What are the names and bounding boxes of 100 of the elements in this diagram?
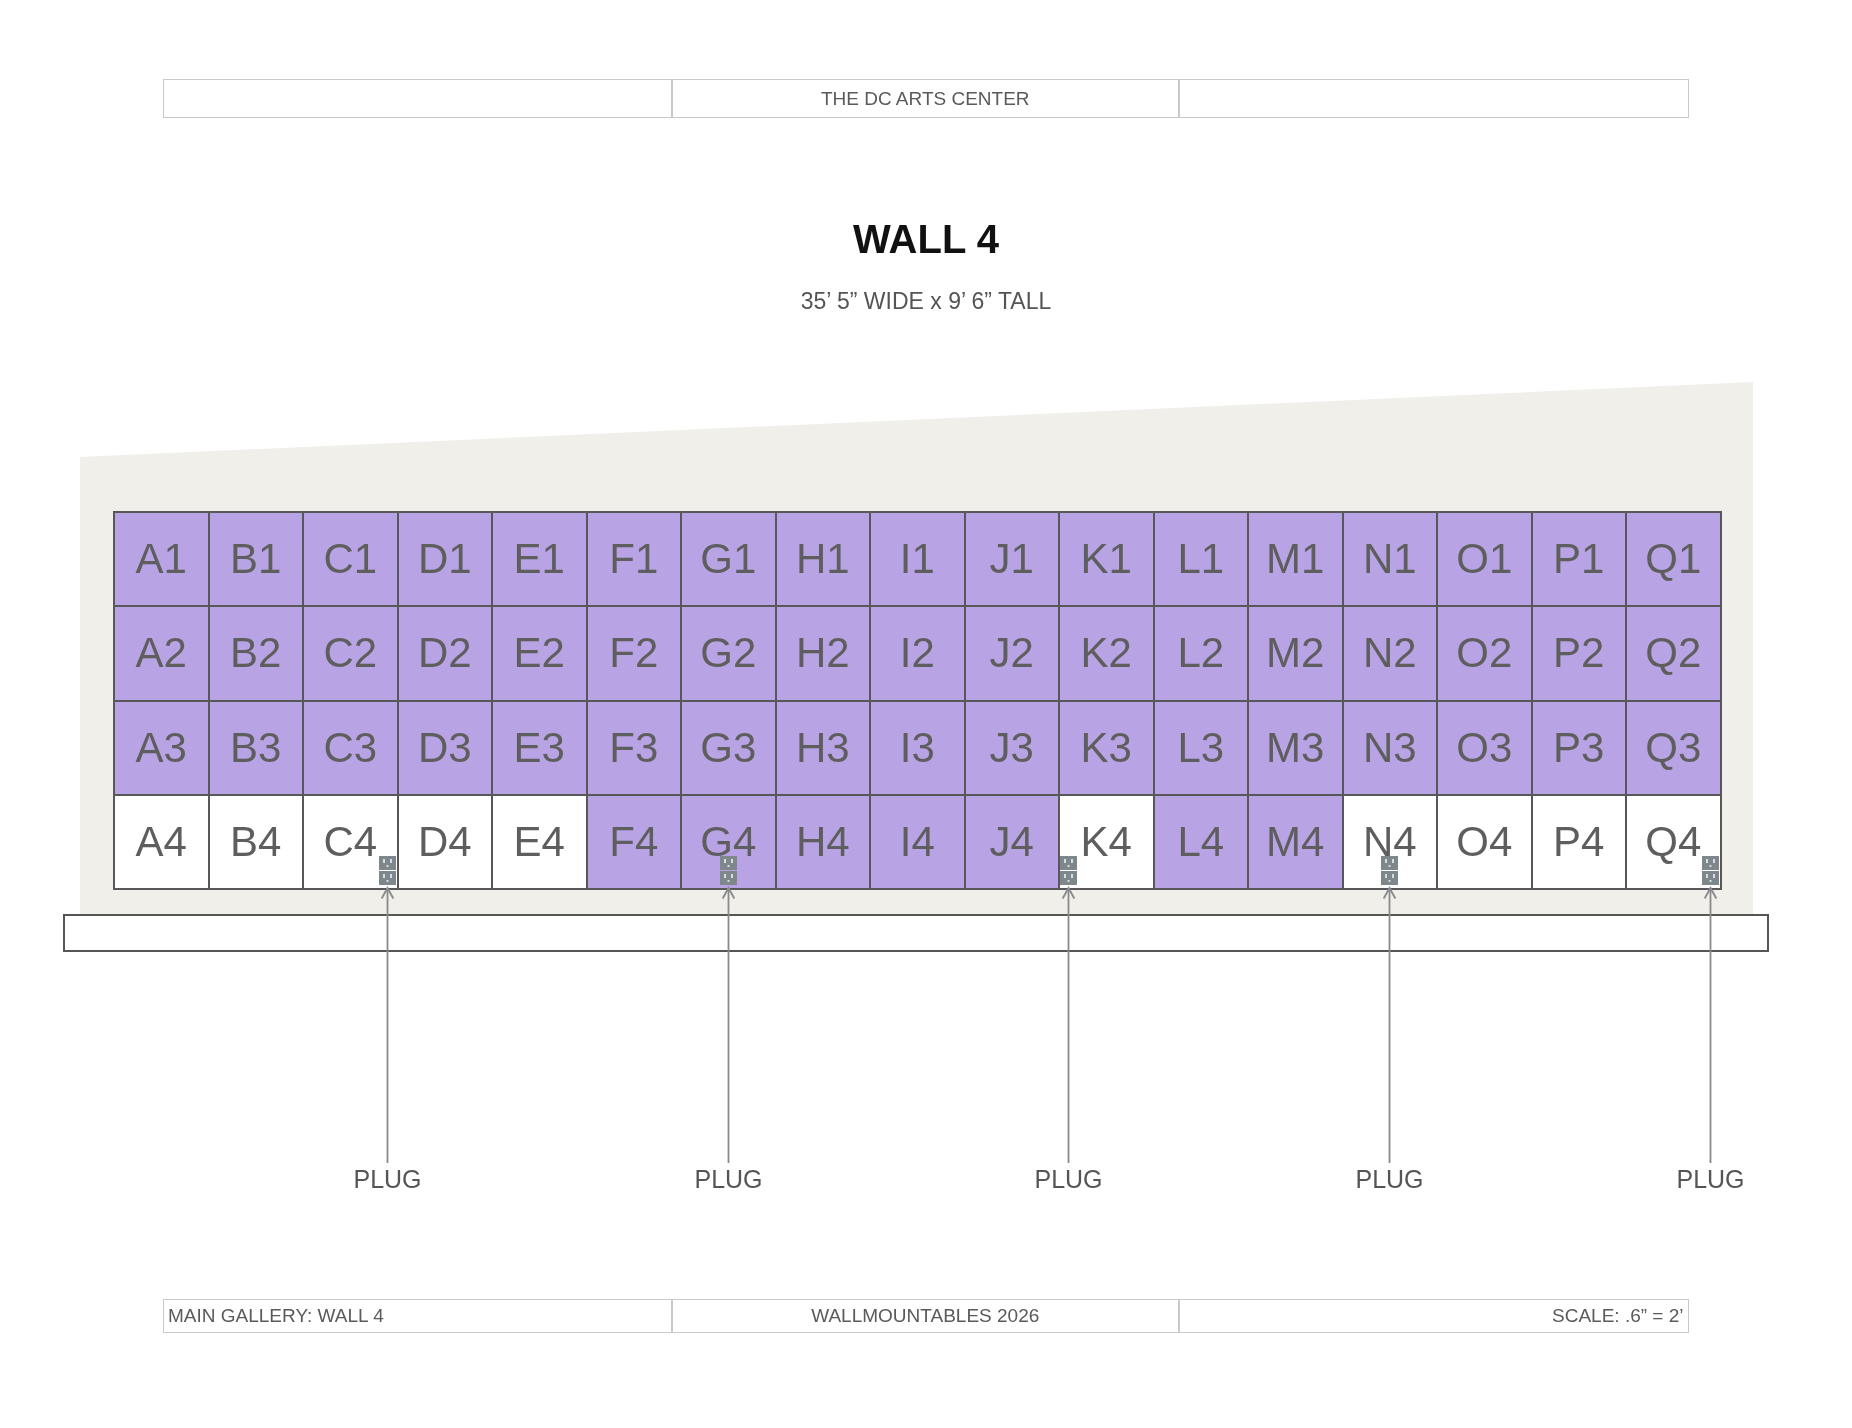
plug-label: PLUG (1355, 1163, 1424, 1196)
slot-label: K2 (1080, 632, 1132, 675)
grid-cell (1152, 793, 1249, 891)
slot-label: N2 (1362, 632, 1417, 675)
slot-label: M1 (1266, 538, 1325, 581)
slot-label: P2 (1553, 632, 1605, 675)
grid-cell (774, 793, 871, 891)
grid-cell (491, 605, 588, 702)
slot-label: B1 (230, 538, 282, 581)
slot-label: M3 (1266, 726, 1325, 769)
slot-label: H1 (795, 538, 850, 581)
slot-label: P3 (1553, 726, 1605, 769)
outlet-icon (1381, 856, 1398, 885)
grid-cell (113, 605, 210, 702)
slot-label: O1 (1456, 538, 1513, 581)
slot-label: Q1 (1645, 538, 1702, 581)
grid-cell (207, 793, 304, 891)
slot-label: Q2 (1645, 632, 1702, 675)
page-title: WALL 4 (853, 216, 999, 262)
header-cell: THE DC ARTS CENTER (671, 79, 1180, 118)
slot-label: G3 (700, 726, 757, 769)
grid-cell (302, 511, 399, 608)
grid-cell (1530, 793, 1627, 891)
slot-label: K3 (1080, 726, 1132, 769)
slot-label: L1 (1177, 538, 1225, 581)
slot-label: P1 (1553, 538, 1605, 581)
grid-cell (113, 699, 210, 796)
grid-cell (963, 793, 1060, 891)
slot-label: P4 (1553, 821, 1605, 864)
slot-label: L4 (1177, 821, 1225, 864)
slot-label: O2 (1456, 632, 1513, 675)
leader-line (1061, 887, 1076, 1164)
grid-cell (1152, 511, 1249, 608)
slot-label: C2 (323, 632, 378, 675)
grid-cell (207, 699, 304, 796)
plug-label: PLUG (1676, 1163, 1745, 1196)
grid-cell (869, 605, 966, 702)
grid-cell (1058, 699, 1155, 796)
grid-cell (396, 793, 493, 891)
outlet-icon (1060, 856, 1077, 885)
grid-cell (1247, 699, 1344, 796)
leader-line (721, 887, 736, 1164)
slot-label: B3 (230, 726, 282, 769)
grid-cell (1530, 511, 1627, 608)
plug-label: PLUG (694, 1163, 763, 1196)
slot-label: M2 (1266, 632, 1325, 675)
grid-cell (680, 793, 777, 891)
slot-label: N3 (1362, 726, 1417, 769)
grid-cell (1341, 793, 1438, 891)
grid-cell (1436, 793, 1533, 891)
slot-label: E2 (513, 632, 565, 675)
slot-label: G4 (700, 821, 757, 864)
slot-label: D4 (417, 821, 472, 864)
leader-line (1382, 887, 1397, 1164)
slot-label: C3 (323, 726, 378, 769)
grid-cell (1152, 699, 1249, 796)
grid-cell (113, 793, 210, 891)
grid-cell (302, 605, 399, 702)
outlet-icon (1702, 856, 1719, 885)
slot-label: N4 (1362, 821, 1417, 864)
grid-cell (1058, 793, 1155, 891)
grid-cell (585, 793, 682, 891)
grid-cell (585, 699, 682, 796)
grid-cell (491, 699, 588, 796)
outlet-icon (379, 856, 396, 885)
grid-cell (1341, 699, 1438, 796)
slot-label: B2 (230, 632, 282, 675)
grid-cell (1058, 605, 1155, 702)
slot-label: B4 (230, 821, 282, 864)
plug-label: PLUG (1034, 1163, 1103, 1196)
grid-cell (1341, 605, 1438, 702)
slot-label: F4 (609, 821, 659, 864)
slot-label: C1 (323, 538, 378, 581)
grid-cell (1247, 511, 1344, 608)
slot-label: J3 (989, 726, 1034, 769)
grid-cell (774, 699, 871, 796)
grid-cell (302, 793, 399, 891)
slot-label: N1 (1362, 538, 1417, 581)
grid-cell (1058, 511, 1155, 608)
grid-cell (1436, 605, 1533, 702)
slot-label: E3 (513, 726, 565, 769)
plug-label: PLUG (353, 1163, 422, 1196)
slot-label: I1 (899, 538, 935, 581)
slot-label: J4 (989, 821, 1034, 864)
grid-cell (113, 511, 210, 608)
slot-label: D2 (417, 632, 472, 675)
grid-cell (869, 511, 966, 608)
grid-cell (680, 605, 777, 702)
grid-cell (869, 699, 966, 796)
slot-label: A4 (135, 821, 187, 864)
slot-label: K1 (1080, 538, 1132, 581)
grid-cell (1530, 699, 1627, 796)
grid-cell (680, 699, 777, 796)
grid-cell (680, 511, 777, 608)
slot-label: L3 (1177, 726, 1225, 769)
slot-label: Q4 (1645, 821, 1702, 864)
slot-label: O3 (1456, 726, 1513, 769)
grid-cell (1625, 699, 1722, 796)
grid-cell (207, 511, 304, 608)
slot-label: G2 (700, 632, 757, 675)
